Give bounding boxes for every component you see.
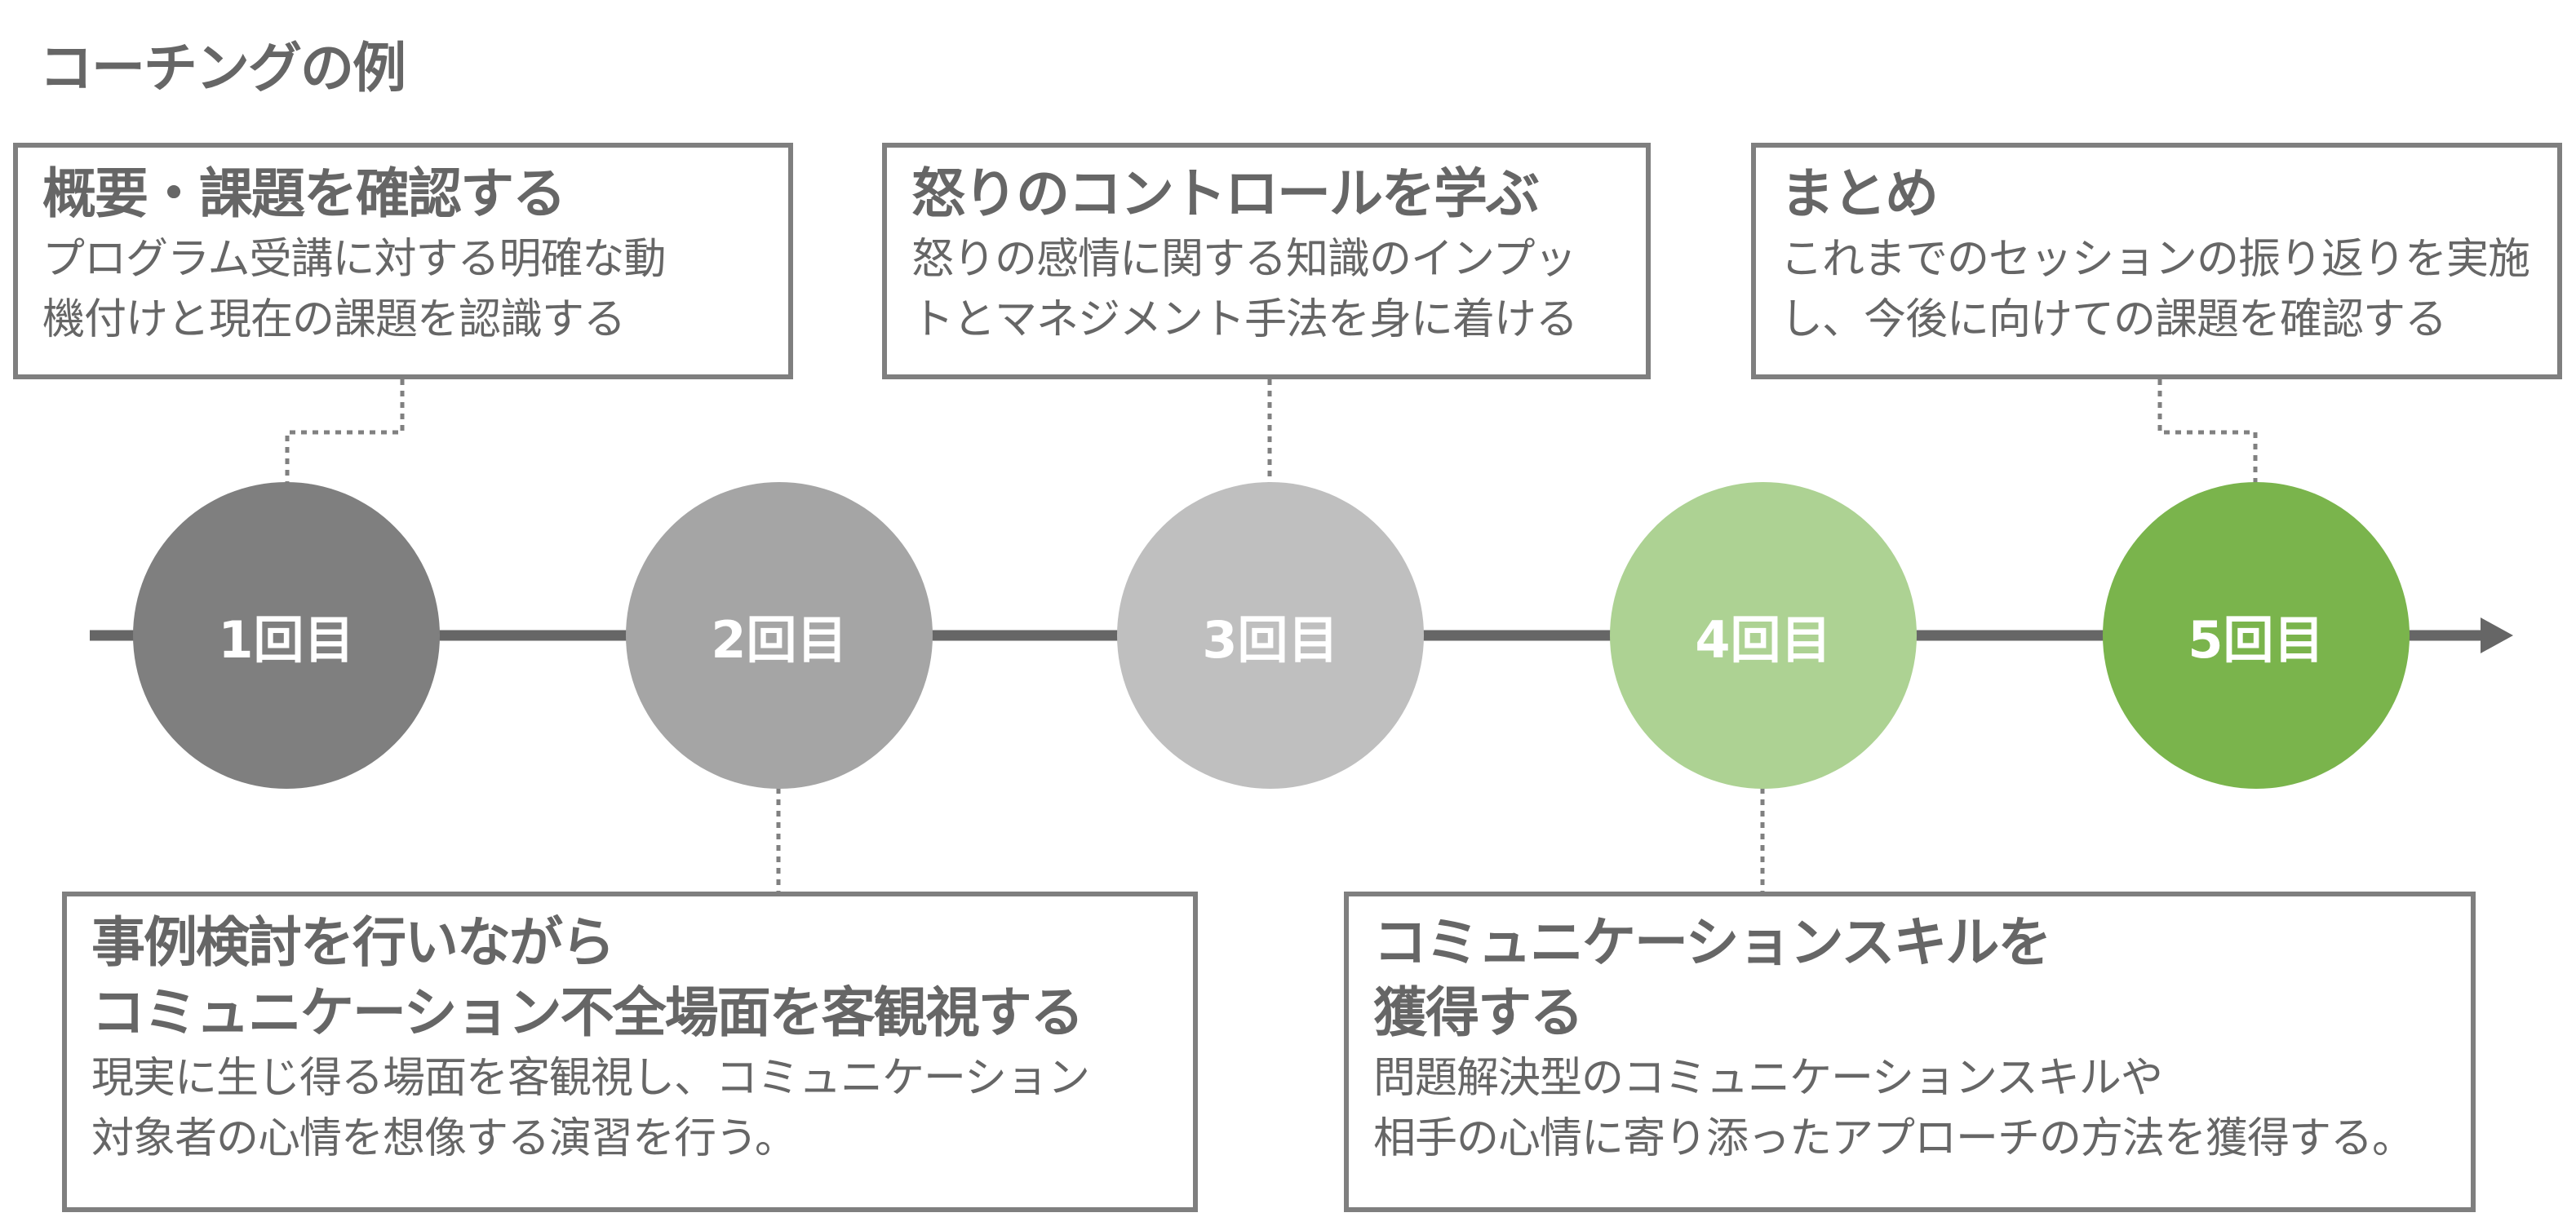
session-3-body-line: 怒りの感情に関する知識のインプッ [911, 235, 1576, 284]
session-1-circle: 1回目 [133, 482, 440, 789]
session-3-body-line: トとマネジメント手法を身に着ける [911, 295, 1578, 344]
session-2-body-line: 現実に生じ得る場面を客観視し、コミュニケーション [91, 1054, 1090, 1103]
session-2-heading: 事例検討を行いながら [91, 911, 615, 974]
session-4-circle: 4回目 [1610, 482, 1917, 789]
session-3-circle: 3回目 [1117, 482, 1424, 789]
session-5-circle: 5回目 [2103, 482, 2410, 789]
session-1-heading: 概要・課題を確認する [42, 162, 566, 225]
session-5-heading: まとめ [1780, 162, 1939, 225]
session-4-heading: 獲得する [1373, 981, 1584, 1044]
connector-1 [285, 379, 405, 483]
session-2-heading: コミュニケーション不全場面を客観視する [91, 981, 1084, 1044]
session-5-body-line: これまでのセッションの振り返りを実施 [1780, 235, 2530, 284]
session-4-heading: コミュニケーションスキルを [1373, 911, 2051, 974]
session-1-body-line: 機付けと現在の課題を認識する [42, 295, 626, 344]
session-2-box: 事例検討を行いながら コミュニケーション不全場面を客観視する 現実に生じ得る場面… [62, 892, 1198, 1212]
session-2-body-line: 対象者の心情を想像する演習を行う。 [91, 1114, 797, 1163]
session-2-circle: 2回目 [626, 482, 933, 789]
session-4-body-line: 問題解決型のコミュニケーションスキルや [1373, 1054, 2163, 1103]
session-3-heading: 怒りのコントロールを学ぶ [911, 162, 1540, 225]
connector-5 [2157, 379, 2258, 483]
session-1-body-line: プログラム受講に対する明確な動 [42, 235, 666, 284]
timeline-arrowhead [2481, 617, 2513, 653]
session-1-box: 概要・課題を確認する プログラム受講に対する明確な動 機付けと現在の課題を認識す… [13, 143, 793, 379]
page-title: コーチングの例 [39, 37, 406, 100]
session-3-box: 怒りのコントロールを学ぶ 怒りの感情に関する知識のインプッ トとマネジメント手法… [882, 143, 1651, 379]
session-4-body-line: 相手の心情に寄り添ったアプローチの方法を獲得する。 [1373, 1114, 2414, 1163]
session-5-box: まとめ これまでのセッションの振り返りを実施 し、今後に向けての課題を確認する [1751, 143, 2562, 379]
session-5-body-line: し、今後に向けての課題を確認する [1780, 295, 2447, 344]
session-4-box: コミュニケーションスキルを 獲得する 問題解決型のコミュニケーションスキルや 相… [1344, 892, 2476, 1212]
